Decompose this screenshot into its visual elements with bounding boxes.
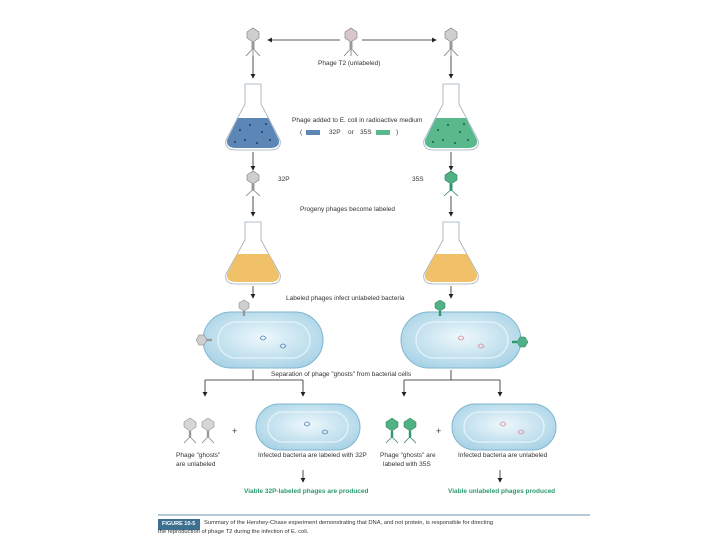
label-progeny: Progeny phages become labeled — [300, 206, 396, 213]
figure-caption-line-1: Summary of the Hershey-Chase experiment … — [204, 520, 494, 526]
figure-caption-line-2: the reproduction of phage T2 during the … — [158, 529, 309, 535]
label-viable-labeled: Viable 32P-labeled phages are produced — [244, 488, 369, 495]
result-arrows — [300, 470, 503, 483]
label-ghosts-unlabeled-1: Phage "ghosts" — [176, 452, 221, 459]
figure-tag: FIGURE 10-5 — [158, 519, 200, 530]
plus-left: + — [232, 426, 238, 436]
medium-or: or — [348, 129, 354, 136]
flask-progeny-left — [225, 221, 281, 285]
label-infected-unlabeled: Infected bacteria are unlabeled — [458, 452, 548, 459]
bacterium-right — [400, 299, 529, 369]
isotope-p-label: 32P — [329, 129, 341, 136]
sulfur-swatch — [376, 130, 390, 135]
phage-icon — [245, 170, 261, 197]
label-ghosts-labeled-2: labeled with 35S — [383, 461, 431, 468]
phage-icon — [245, 27, 261, 57]
label-viable-unlabeled: Viable unlabeled phages produced — [448, 488, 556, 495]
phage-ghosts-unlabeled — [183, 417, 215, 444]
medium-open-paren: ( — [300, 129, 303, 136]
plus-right: + — [436, 426, 442, 436]
label-infected-labeled: Infected bacteria are labeled with 32P — [258, 452, 367, 459]
label-ghosts-labeled-1: Phage "ghosts" are — [380, 452, 436, 459]
flask-sulfur — [423, 83, 479, 151]
top-arrows — [202, 37, 503, 397]
phage-icon — [343, 27, 359, 57]
isotope-s-label: 35S — [360, 129, 372, 136]
label-separation: Separation of phage "ghosts" from bacter… — [271, 371, 412, 378]
label-ghosts-unlabeled-2: are unlabeled — [176, 461, 216, 468]
flask-progeny-right — [423, 221, 479, 285]
label-phage-t2: Phage T2 (unlabeled) — [318, 60, 381, 67]
phage-ghosts-labeled — [385, 417, 417, 444]
phosphorus-swatch — [306, 130, 320, 135]
bacterium-infected-labeled — [255, 403, 361, 451]
label-phage-added: Phage added to E. coli in radioactive me… — [292, 117, 423, 124]
bacterium-left — [195, 299, 324, 369]
bacterium-infected-unlabeled — [451, 403, 557, 451]
medium-close-paren: ) — [396, 129, 399, 136]
right-isotope-label: 35S — [412, 176, 424, 183]
left-isotope-label: 32P — [278, 176, 290, 183]
phage-icon — [443, 27, 459, 57]
flask-phosphorus — [225, 83, 281, 151]
phage-icon — [443, 170, 459, 197]
label-labeled-infect: Labeled phages infect unlabeled bacteria — [286, 295, 405, 302]
figure-tag-text: FIGURE 10-5 — [162, 521, 196, 527]
